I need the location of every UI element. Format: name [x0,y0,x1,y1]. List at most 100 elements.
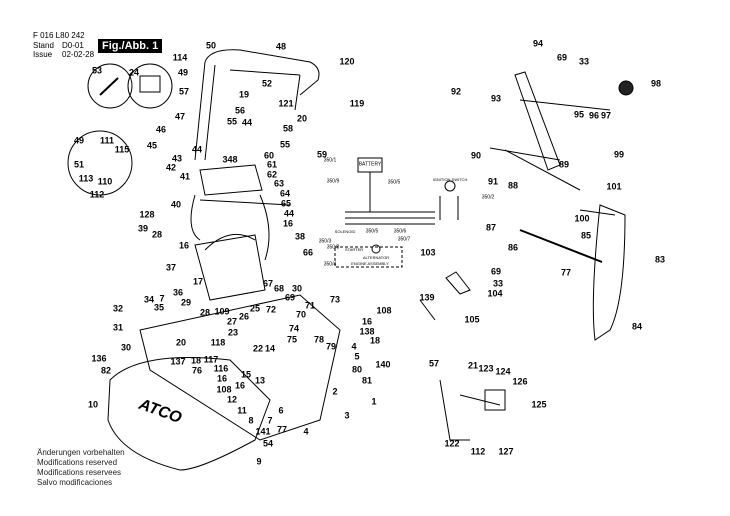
part-label: 84 [631,321,643,332]
wiring-label-engine-assembly: ENGINE ASSEMBLY [351,261,389,266]
part-label: 83 [654,254,666,265]
part-label: 74 [288,323,300,334]
part-label: 34 [143,294,155,305]
part-label: 16 [361,316,373,327]
engine [194,233,266,301]
part-label: 89 [558,159,570,170]
wiring-label-starter: STARTER [344,247,364,252]
part-label: 120 [339,56,355,67]
wiring-label-ignition-switch: IGNITION SWITCH [432,177,468,182]
part-label: 9 [256,456,262,467]
part-label: 81 [361,375,373,386]
part-label: 16 [282,218,294,229]
part-label: 38 [294,231,306,242]
control-box [199,164,263,196]
part-label: 78 [313,334,325,345]
part-label: 49 [177,67,189,78]
part-label: 69 [284,292,296,303]
part-label: 119 [349,98,365,109]
part-label: 10 [87,399,99,410]
part-label: 69 [490,266,502,277]
issue-label: Issue [33,50,53,59]
frame-tubes [190,194,291,261]
part-label: 48 [275,41,287,52]
part-label: 36 [172,287,184,298]
part-label: 23 [227,327,239,338]
part-label: 95 [573,109,585,120]
part-label: 61 [266,159,278,170]
part-label: 85 [580,230,592,241]
part-label: 16 [178,240,190,251]
part-label: 64 [279,188,291,199]
part-label: 138 [359,326,375,337]
part-label: 69 [556,52,568,63]
part-label: 13 [254,375,266,386]
part-label: 50 [205,40,217,51]
part-label: 56 [234,105,246,116]
part-label: 22 [252,343,264,354]
knob [618,80,634,96]
part-label: 73 [329,294,341,305]
part-label: 82 [100,365,112,376]
note: Änderungen vorbehalten [37,448,125,457]
part-label: 6 [278,405,284,416]
part-label: 141 [255,426,271,437]
part-label: 7 [159,293,165,304]
part-label: 8 [248,415,254,426]
wire [439,196,459,220]
part-label: 86 [507,242,519,253]
part-label: 105 [464,314,480,325]
engine-assembly-box [334,246,403,268]
part-label: 60 [263,150,275,161]
part-label: 19 [238,89,250,100]
part-label: 4 [303,426,309,437]
part-label: 80 [351,364,363,375]
stand-value: D0-01 [62,41,84,50]
wiring-ref: 350/7 [397,236,411,243]
part-label: 24 [128,67,140,78]
part-label: 39 [137,223,149,234]
part-label: 58 [282,123,294,134]
detail-circle-111 [67,130,133,196]
part-label: 66 [302,247,314,258]
part-label: 12 [226,394,238,405]
clutch-part [484,389,506,411]
part-label: 27 [226,316,238,327]
wiring-ref: 350/3 [318,238,332,245]
part-label: 112 [470,446,486,457]
part-label: 109 [214,306,230,317]
part-label: 18 [369,335,381,346]
part-label: 122 [444,438,460,449]
part-label: 67 [262,278,274,289]
part-label: 55 [226,116,238,127]
part-label: 31 [112,322,124,333]
part-label: 52 [261,78,273,89]
part-label: 11 [237,405,247,416]
part-label: 96 [588,110,600,121]
part-label: 79 [325,341,337,352]
part-label: 117 [203,354,219,365]
part-label: 116 [213,363,229,374]
part-label: 3 [344,410,350,421]
wiring-label-alternator: ALTERNATOR [362,255,390,260]
part-label: 94 [532,38,544,49]
part-label: 348 [222,154,238,165]
part-label: 115 [114,144,130,155]
part-label: 53 [91,65,103,76]
part-label: 49 [73,135,85,146]
part-label: 44 [283,208,295,219]
part-label: 108 [376,305,392,316]
part-label: 93 [490,93,502,104]
part-label: 33 [578,56,590,67]
part-label: 25 [249,303,261,314]
part-label: 47 [174,111,186,122]
wiring-ref: 350/6 [393,228,407,235]
clip-part [139,75,161,93]
part-label: 113 [78,173,94,184]
part-label: 28 [151,229,163,240]
part-label: 88 [507,180,519,191]
part-label: 111 [99,135,115,146]
wiring-ref: 350/5 [387,179,401,186]
part-label: 114 [172,52,188,63]
part-label: 139 [419,292,435,303]
